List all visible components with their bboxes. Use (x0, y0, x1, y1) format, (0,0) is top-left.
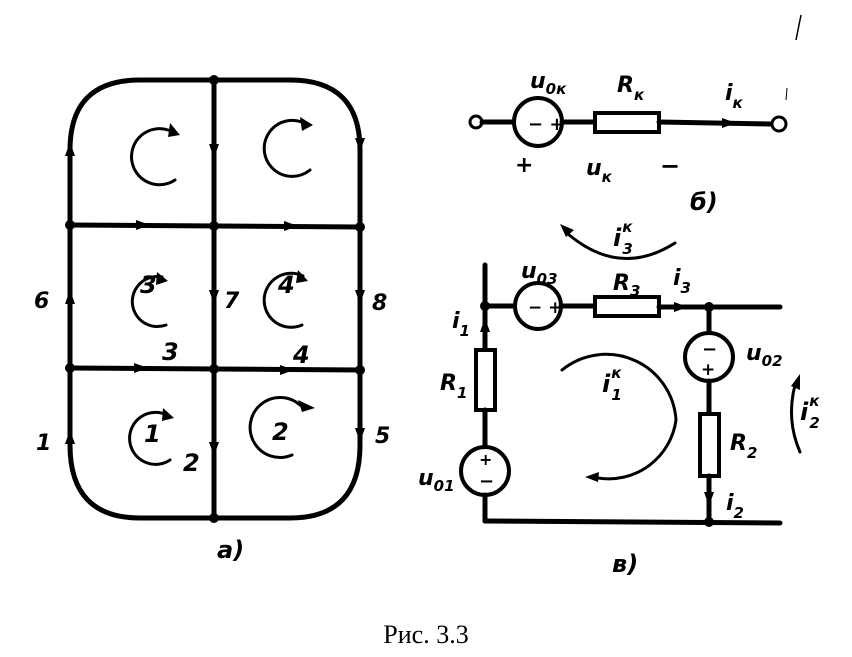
terminal-right (770, 115, 788, 133)
arrow-branch-6-up (65, 290, 75, 304)
loop-arrow-i1k (560, 352, 678, 482)
node (209, 221, 219, 231)
loop-label-3: 3 (140, 271, 157, 299)
arrow-branch-5-down (355, 428, 365, 442)
wire-bottom (482, 518, 783, 526)
arrow-upper-right-right (284, 221, 298, 231)
source-polarity: − + (528, 114, 564, 135)
loop-arrow-top-right (262, 117, 313, 178)
node (355, 365, 365, 375)
loop-arrow-top-left (130, 123, 180, 187)
loop-arrow-1 (128, 408, 174, 466)
node (65, 220, 75, 230)
node (209, 364, 219, 374)
label-r3: R3 (613, 271, 640, 300)
wire (656, 119, 774, 127)
label-ik: iк (725, 81, 744, 112)
label-u03: u03 (521, 259, 558, 288)
plus-sign: + (515, 153, 533, 178)
u02-minus: − (702, 339, 717, 360)
arrow-center-top-down (209, 144, 219, 158)
loop-label-2: 2 (272, 418, 289, 446)
current-arrow-i1 (480, 318, 490, 332)
loop-arrow-i3k (560, 224, 677, 260)
arrow-branch-4-right (280, 365, 294, 375)
branch-label-1: 1 (36, 431, 51, 456)
label-i2: i2 (726, 491, 744, 522)
label-u01: u01 (418, 466, 455, 495)
u01-plus: + (479, 450, 492, 469)
branch-label-8: 8 (372, 291, 387, 316)
current-arrow-ik (722, 118, 736, 128)
loop-arrow-2 (248, 395, 315, 459)
arrow-branch-3-right (134, 363, 148, 373)
loop-arrow-3 (130, 272, 168, 329)
scan-mark (785, 87, 788, 101)
loop-label-1: 1 (144, 420, 161, 448)
minus-sign: − (660, 152, 680, 180)
u01-minus: − (479, 471, 494, 492)
panel-b-label: б) (690, 188, 718, 216)
node (209, 513, 219, 523)
label-r1: R1 (440, 371, 467, 402)
node (209, 75, 219, 85)
arrow-branch-1-up (65, 430, 75, 444)
node (65, 363, 75, 373)
u03-polarity: − + (528, 298, 562, 318)
panel-a-label: а) (217, 536, 244, 564)
arrow-branch-7-down (209, 290, 219, 304)
u02-plus: + (701, 360, 715, 380)
label-uk: uк (586, 156, 613, 186)
panel-c-circuit: + − − + − + (418, 218, 820, 578)
label-i3: i3 (673, 266, 691, 297)
loop-label-4: 4 (277, 271, 295, 299)
arrow-top-left-up (65, 142, 75, 156)
loop-arrow-i2k (790, 374, 802, 454)
panel-c-label: в) (612, 550, 638, 578)
arrow-branch-8-down (355, 290, 365, 304)
current-arrow-i2 (704, 492, 714, 506)
branch-label-5: 5 (375, 424, 390, 449)
resistor-r1 (474, 348, 497, 412)
branch-label-2: 2 (183, 449, 200, 477)
scan-mark (795, 14, 802, 41)
resistor-rk (593, 111, 661, 134)
panel-a-graph: 3 4 1 2 1 2 3 4 5 6 7 8 а) (34, 75, 390, 564)
current-arrow-i3 (674, 302, 688, 312)
label-i1: i1 (452, 309, 470, 340)
branch-label-7: 7 (224, 289, 240, 314)
arrow-upper-left-right (136, 220, 150, 230)
label-u02: u02 (746, 341, 783, 370)
branch-label-3: 3 (162, 338, 179, 366)
label-r2: R2 (730, 431, 757, 462)
resistor-r2 (698, 412, 721, 478)
branch-label-6: 6 (34, 289, 49, 314)
node (355, 222, 365, 232)
arrow-top-right-down (355, 138, 365, 152)
label-u0k: u0к (530, 69, 567, 98)
branch-label-4: 4 (292, 341, 310, 369)
resistor-r3 (593, 295, 661, 318)
arrow-branch-2-down (209, 442, 219, 456)
label-rk: Rк (617, 73, 645, 104)
loop-arrow-4 (262, 270, 308, 329)
figure-caption: Рис. 3.3 (383, 620, 468, 649)
panel-b-branch: − + u0к Rк iк + uк − б) (468, 69, 788, 216)
